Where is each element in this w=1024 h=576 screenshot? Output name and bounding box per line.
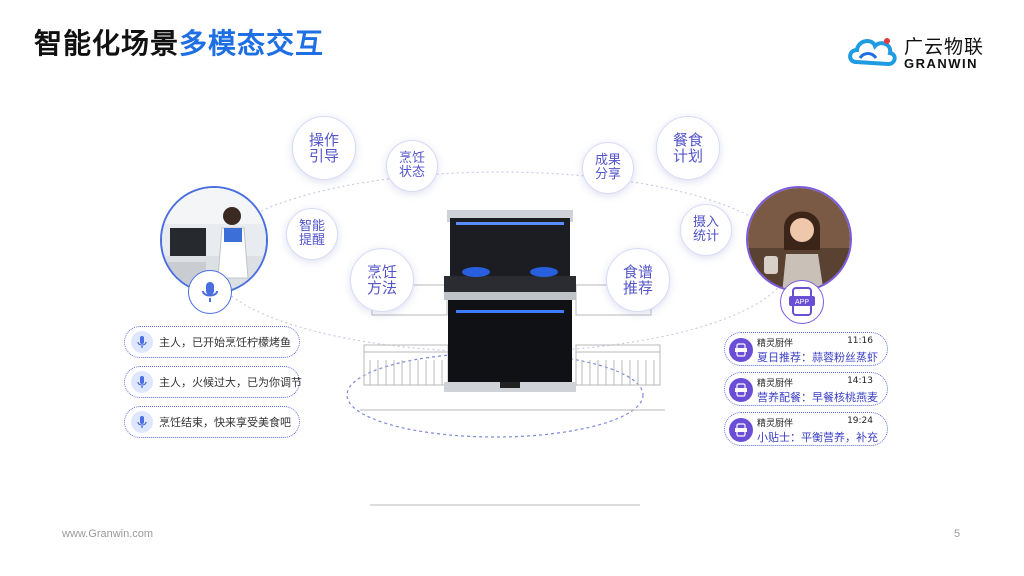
voice-message: 主人，已开始烹饪柠檬烤鱼 — [124, 326, 300, 358]
orbit-ellipse-floor — [346, 352, 644, 438]
bubble-label: 操作引导 — [308, 131, 339, 165]
app-message-sender: 精灵厨伴 — [757, 419, 794, 429]
bubble-label: 食谱推荐 — [622, 263, 653, 297]
microphone-icon — [202, 282, 218, 302]
app-message-sender: 精灵厨伴 — [757, 379, 794, 389]
bubble-label: 摄入统计 — [692, 215, 719, 244]
bubble-label: 智能提醒 — [298, 219, 325, 248]
app-message: 精灵厨伴 14:13 营养配餐：早餐核桃燕麦 — [724, 372, 888, 406]
voice-message-text: 烹饪结束，快来享受美食吧 — [159, 416, 291, 429]
bubble-cooking-method: 烹饪方法 — [350, 248, 414, 312]
app-message-text: 小贴士：平衡营养，补充 — [757, 431, 878, 444]
bubble-operation-guide: 操作引导 — [292, 116, 356, 180]
app-message-text: 营养配餐：早餐核桃燕麦 — [757, 391, 878, 404]
app-badge-label: APP — [795, 299, 809, 306]
page-title: 智能化场景多模态交互 — [34, 22, 324, 62]
microphone-icon — [131, 411, 153, 433]
bubble-label: 烹饪状态 — [398, 151, 425, 180]
bubble-smart-reminder: 智能提醒 — [286, 208, 338, 260]
footer-url: www.Granwin.com — [62, 528, 154, 540]
app-message-sender: 精灵厨伴 — [757, 339, 794, 349]
logo-cn-text: 广云物联 — [904, 36, 985, 58]
bubble-recipe-recommend: 食谱推荐 — [606, 248, 670, 312]
app-message-time: 19:24 — [847, 416, 873, 426]
dining-scene-image — [748, 188, 850, 290]
app-message: 精灵厨伴 11:16 夏日推荐：蒜蓉粉丝蒸虾 — [724, 332, 888, 366]
app-message-time: 14:13 — [847, 376, 873, 386]
title-part-2: 多模态交互 — [179, 27, 325, 60]
bubble-intake-stats: 摄入统计 — [680, 204, 732, 256]
app-message-text: 夏日推荐：蒜蓉粉丝蒸虾 — [757, 351, 878, 364]
bubble-label: 成果分享 — [594, 153, 621, 182]
microphone-icon — [131, 371, 153, 393]
voice-badge — [188, 270, 232, 314]
app-icon — [729, 378, 753, 402]
bubble-cooking-status: 烹饪状态 — [386, 140, 438, 192]
app-message: 精灵厨伴 19:24 小贴士：平衡营养，补充 — [724, 412, 888, 446]
app-phone-icon: APP — [789, 287, 815, 316]
cloud-logo-icon — [848, 38, 897, 67]
app-message-time: 11:16 — [847, 336, 873, 346]
app-badge: APP — [780, 280, 824, 324]
company-logo: 广云物联 GRANWIN — [846, 30, 986, 74]
app-icon — [729, 418, 753, 442]
logo-en-text: GRANWIN — [904, 56, 979, 71]
app-icon — [729, 338, 753, 362]
voice-message: 主人，火候过大，已为你调节 — [124, 366, 302, 398]
voice-message: 烹饪结束，快来享受美食吧 — [124, 406, 300, 438]
bubble-label: 烹饪方法 — [366, 263, 397, 297]
integrated-stove — [444, 210, 576, 392]
page-number: 5 — [954, 528, 961, 540]
microphone-icon — [131, 331, 153, 353]
voice-message-text: 主人，已开始烹饪柠檬烤鱼 — [159, 336, 291, 349]
dining-photo — [746, 186, 852, 292]
voice-message-text: 主人，火候过大，已为你调节 — [159, 376, 302, 389]
title-part-1: 智能化场景 — [34, 27, 180, 60]
bubble-result-share: 成果分享 — [582, 142, 634, 194]
bubble-meal-plan: 餐食计划 — [656, 116, 720, 180]
bubble-label: 餐食计划 — [672, 131, 703, 165]
